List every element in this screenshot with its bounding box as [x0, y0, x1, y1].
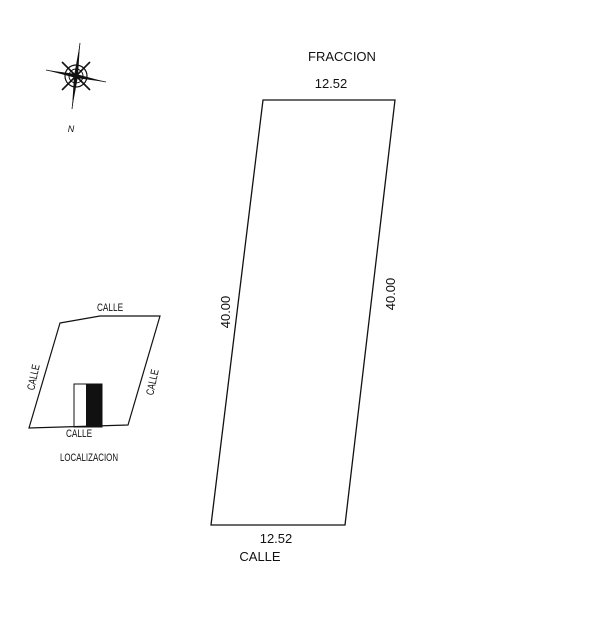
north-arrow-icon: [45, 42, 107, 110]
location-street-top: CALLE: [97, 302, 124, 314]
bottom-dimension: 12.52: [260, 531, 293, 546]
plot-boundary: [210, 99, 396, 526]
location-map-title: LOCALIZACION: [60, 452, 118, 465]
top-neighbor-label: FRACCION: [308, 49, 376, 64]
north-label: N: [68, 124, 75, 134]
bottom-street-label: CALLE: [239, 549, 281, 564]
location-street-left: CALLE: [25, 363, 43, 392]
location-street-bottom: CALLE: [66, 428, 93, 440]
location-block: [28, 315, 161, 429]
top-dimension: 12.52: [315, 76, 348, 91]
location-street-right: CALLE: [144, 368, 162, 397]
location-lot-marker: [86, 384, 102, 427]
right-dimension: 40.00: [383, 278, 398, 311]
location-map: CALLE CALLE CALLE CALLE LOCALIZACION: [25, 302, 162, 464]
left-dimension: 40.00: [218, 296, 233, 329]
